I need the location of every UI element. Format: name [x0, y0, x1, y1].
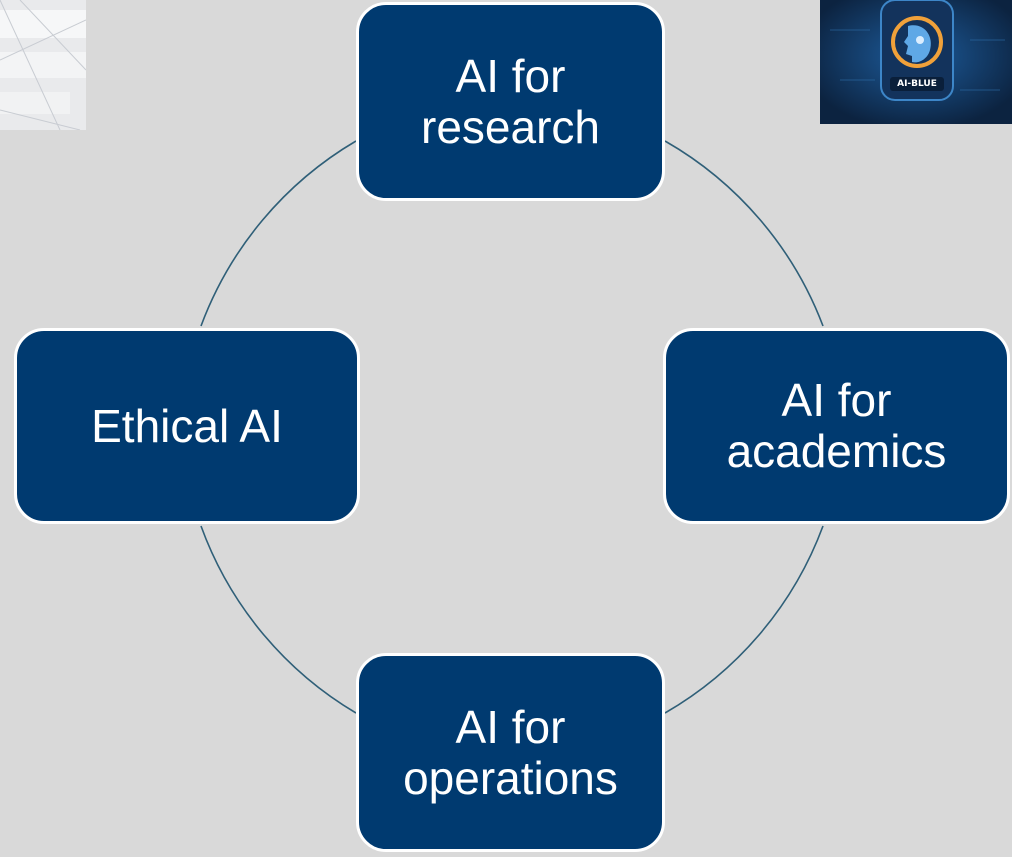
node-ai-for-academics: AI for academics: [663, 328, 1010, 524]
node-label: AI for operations: [403, 700, 618, 804]
decorative-corner-pattern: [0, 0, 86, 130]
node-ethical-ai: Ethical AI: [14, 328, 360, 524]
arc-right-bottom: [664, 525, 824, 714]
node-label: Ethical AI: [91, 399, 283, 452]
arc-top-right: [664, 140, 824, 327]
node-ai-for-operations: AI for operations: [356, 653, 665, 852]
node-ai-for-research: AI for research: [356, 2, 665, 201]
arc-left-top: [200, 140, 357, 327]
logo-text: AI-BLUE: [897, 79, 937, 89]
arc-bottom-left: [200, 525, 357, 714]
ai-blue-logo: AI-BLUE: [820, 0, 1012, 124]
node-label: AI for academics: [726, 374, 947, 477]
node-label: AI for research: [421, 49, 600, 153]
ai-head-icon: [820, 0, 1012, 124]
